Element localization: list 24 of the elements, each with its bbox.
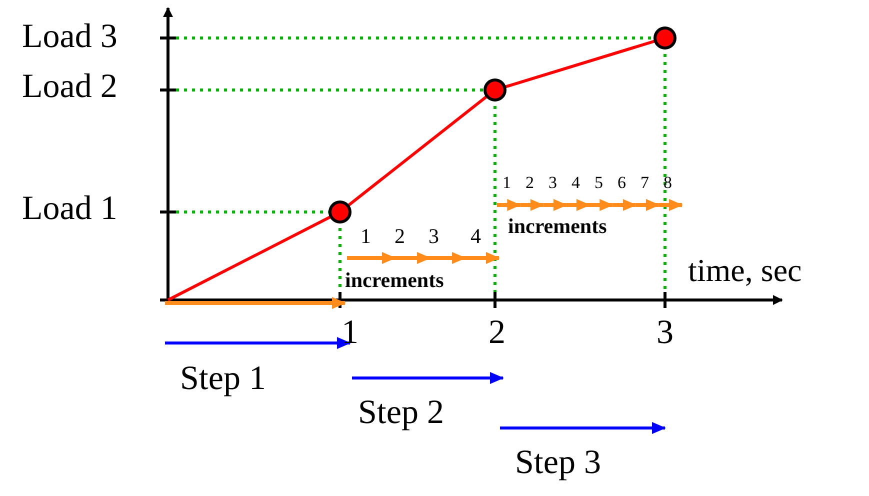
tick-label: 2 [488,316,506,350]
increment-number: 7 [640,174,649,191]
increments-label: increments [345,270,444,291]
increment-number: 2 [394,226,405,247]
increment-number: 1 [360,226,371,247]
axis-label: Load 3 [22,20,118,54]
axis-title: time, sec [688,254,802,286]
increment-number: 2 [526,174,534,191]
axis-label: Load 2 [22,70,118,104]
step-label: Step 2 [358,396,444,430]
step-label: Step 1 [180,362,266,396]
step-label: Step 3 [515,446,601,480]
increment-number: 4 [470,226,481,247]
increment-number: 5 [594,174,603,191]
increment-number: 8 [664,174,672,191]
axis-label: Load 1 [22,192,118,226]
increment-number: 1 [502,174,511,191]
increment-number: 4 [572,174,580,191]
increments-label: increments [508,216,607,237]
increment-number: 6 [618,174,626,191]
tick-label: 1 [342,316,358,350]
tick-label: 3 [656,316,674,350]
increment-number: 3 [428,226,439,247]
increment-number: 3 [548,174,557,191]
